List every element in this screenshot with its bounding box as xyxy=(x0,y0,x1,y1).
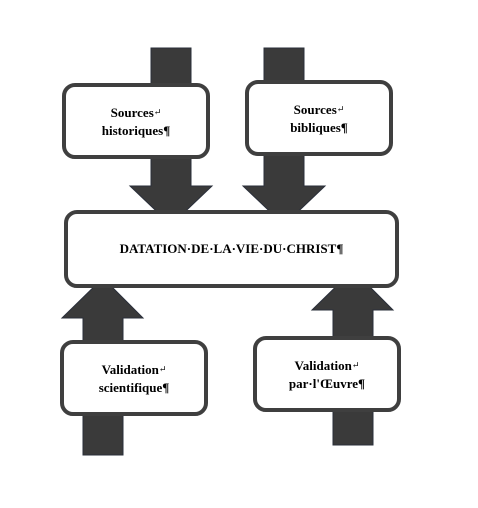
dating-title: DATATION·DE·LA·VIE·DU·CHRIST¶ xyxy=(119,241,344,256)
dating-box: DATATION·DE·LA·VIE·DU·CHRIST¶ xyxy=(64,210,399,288)
historical-sources-line2: historiques¶ xyxy=(101,122,171,138)
work-validation-line1: Validation↵ xyxy=(294,357,360,373)
scientific-validation-line1: Validation↵ xyxy=(101,361,167,377)
historical-sources-line1: Sources↵ xyxy=(110,104,162,120)
work-validation-line2: par·l'Œuvre¶ xyxy=(288,375,366,391)
biblical-sources-line2: bibliques¶ xyxy=(290,119,348,135)
work-validation-box: Validation↵ par·l'Œuvre¶ xyxy=(253,336,401,412)
historical-sources-box: Sources↵ historiques¶ xyxy=(62,83,210,159)
biblical-sources-box: Sources↵ bibliques¶ xyxy=(245,80,393,156)
scientific-validation-box: Validation↵ scientifique¶ xyxy=(60,340,208,416)
biblical-sources-line1: Sources↵ xyxy=(293,101,345,117)
scientific-validation-line2: scientifique¶ xyxy=(98,379,170,395)
